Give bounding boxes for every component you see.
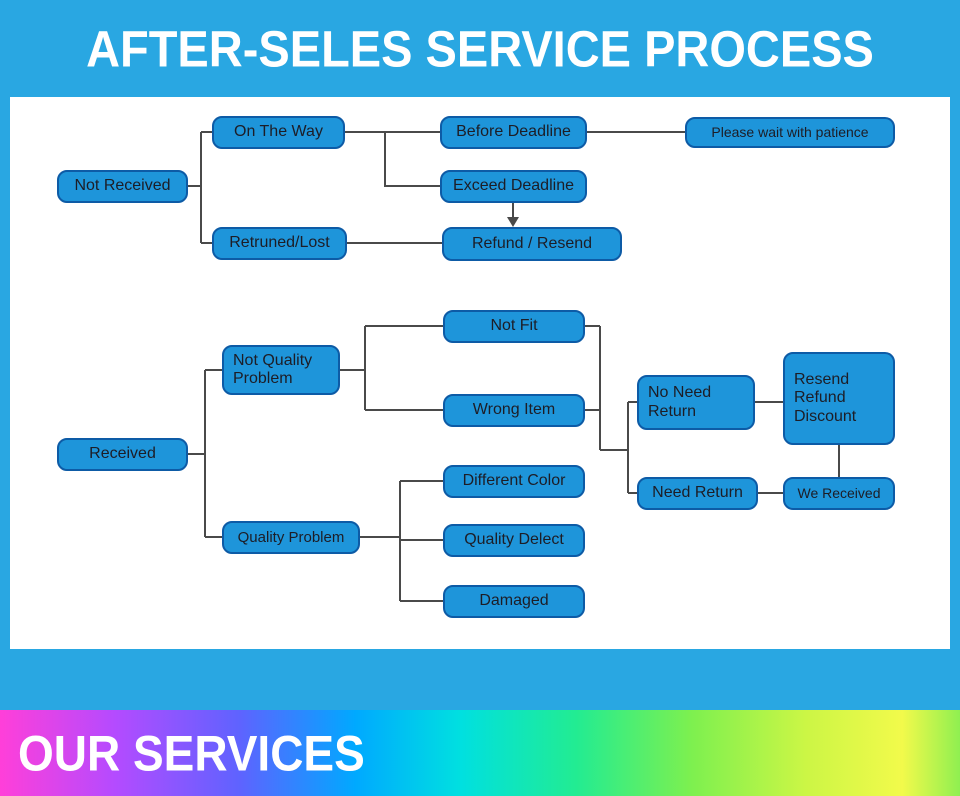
node-not-fit: Not Fit	[443, 310, 585, 343]
node-we-received: We Received	[783, 477, 895, 510]
node-wrong-item: Wrong Item	[443, 394, 585, 427]
node-refund-resend: Refund / Resend	[442, 227, 622, 261]
node-resend-refund-discount: Resend Refund Discount	[783, 352, 895, 445]
node-need-return: Need Return	[637, 477, 758, 510]
page-title: AFTER-SELES SERVICE PROCESS	[86, 19, 874, 78]
header: AFTER-SELES SERVICE PROCESS	[0, 0, 960, 97]
node-please-wait: Please wait with patience	[685, 117, 895, 148]
node-damaged: Damaged	[443, 585, 585, 618]
node-not-quality-problem: Not Quality Problem	[222, 345, 340, 395]
footer-title: OUR SERVICES	[18, 724, 365, 782]
node-quality-delect: Quality Delect	[443, 524, 585, 557]
node-returned-lost: Retruned/Lost	[212, 227, 347, 260]
node-no-need-return: No Need Return	[637, 375, 755, 430]
node-different-color: Different Color	[443, 465, 585, 498]
node-not-received: Not Received	[57, 170, 188, 203]
node-exceed-deadline: Exceed Deadline	[440, 170, 587, 203]
node-quality-problem: Quality Problem	[222, 521, 360, 554]
node-received: Received	[57, 438, 188, 471]
node-before-deadline: Before Deadline	[440, 116, 587, 149]
node-on-the-way: On The Way	[212, 116, 345, 149]
footer-banner: OUR SERVICES	[0, 710, 960, 796]
